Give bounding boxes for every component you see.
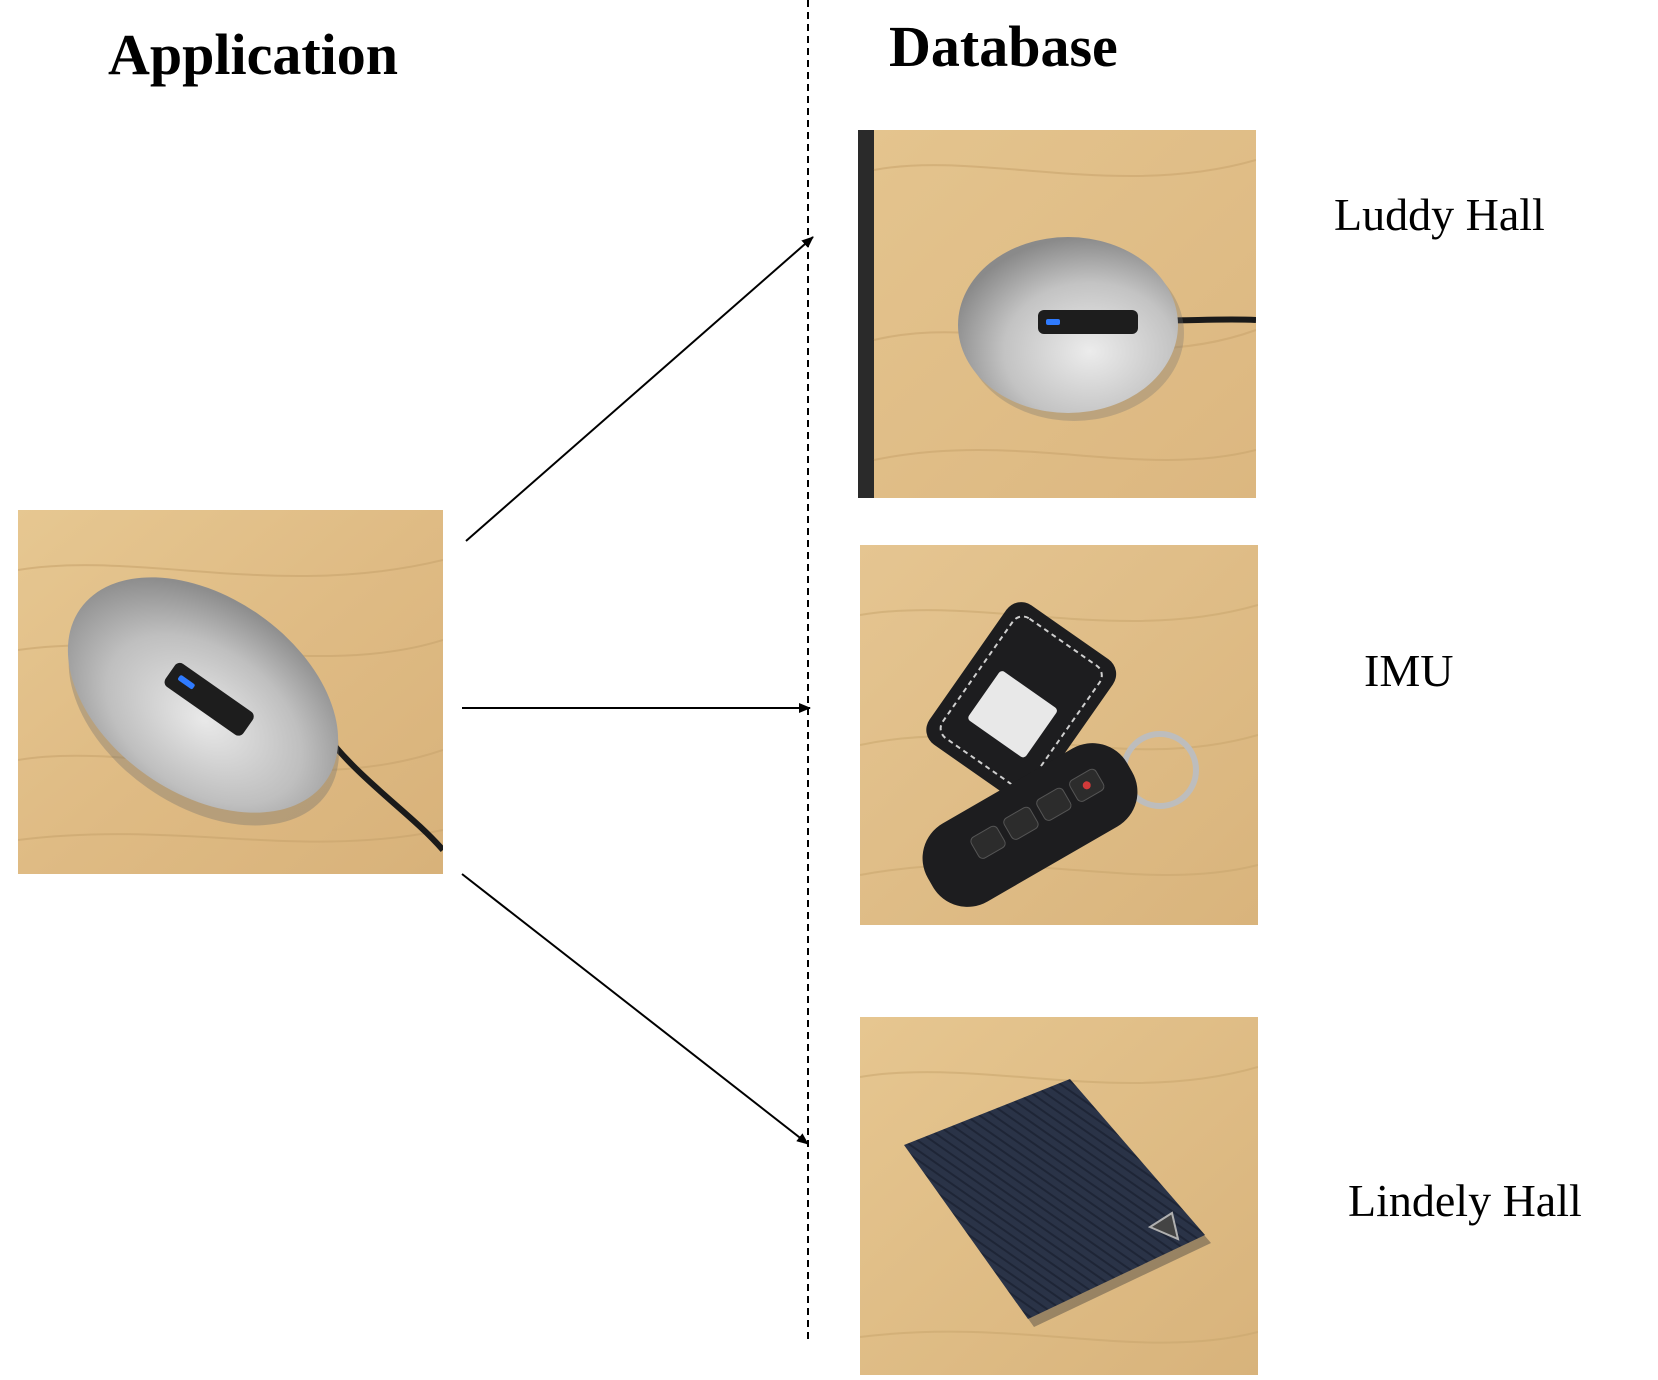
- application-heading: Application: [108, 22, 399, 87]
- arrow-to-database-3: [461, 873, 809, 1145]
- database-heading: Database: [889, 14, 1118, 79]
- database-photo-key-fob: [860, 545, 1258, 925]
- database-label-2: IMU: [1364, 645, 1454, 696]
- database-label-1: Luddy Hall: [1334, 189, 1545, 240]
- arrow-to-database-1: [465, 236, 814, 542]
- query-mouse-photo: [18, 510, 443, 874]
- database-photo-mouse: [858, 130, 1256, 498]
- database-label-3: Lindely Hall: [1348, 1175, 1582, 1226]
- database-photo-wallet: [860, 1017, 1258, 1375]
